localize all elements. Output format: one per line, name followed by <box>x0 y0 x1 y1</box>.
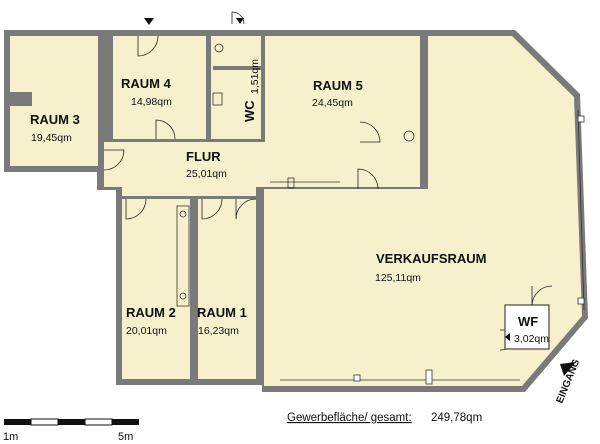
entrance-arrow-icon <box>560 362 576 376</box>
wf-name: WF <box>518 314 538 329</box>
verkaufsraum-name: VERKAUFSRAUM <box>376 251 487 266</box>
floor-raum5 <box>265 36 420 142</box>
total-area: Gewerbefläche/ gesamt: 249,78qm <box>287 412 482 424</box>
interior-walls <box>10 36 428 385</box>
wf-room <box>504 304 550 350</box>
floor-raum1 <box>198 199 258 379</box>
raum2-area: 20,01qm <box>126 325 167 337</box>
raum4-area: 14,98qm <box>131 96 172 108</box>
raum1-area: 16,23qm <box>198 325 239 337</box>
raum1-name: RAUM 1 <box>197 305 247 320</box>
raum3-name: RAUM 3 <box>30 112 80 127</box>
verkaufsraum-area: 125,11qm <box>375 272 421 284</box>
floor-verkaufsraum <box>264 36 582 386</box>
floor-wc <box>210 36 261 139</box>
scale-end-label: 5m <box>118 431 133 443</box>
flur-name: FLUR <box>186 149 221 164</box>
entry-arrow-wc-icon <box>236 18 244 24</box>
flur-area: 25,01qm <box>186 168 227 180</box>
scale-start-label: 1m <box>3 431 18 443</box>
entrance-markers <box>144 18 576 376</box>
room-floors <box>10 36 582 386</box>
floor-raum2 <box>122 199 190 379</box>
entry-arrow-top-icon <box>144 18 154 25</box>
floor-flur <box>104 142 420 196</box>
wc-area: 1,51qm <box>249 59 261 94</box>
raum3-area: 19,45qm <box>31 132 72 144</box>
total-area-label: Gewerbefläche/ gesamt: <box>287 412 412 424</box>
raum4-name: RAUM 4 <box>121 76 172 91</box>
floor-raum4 <box>113 36 206 139</box>
raum2-name: RAUM 2 <box>126 305 176 320</box>
wf-arrow-icon <box>505 333 510 341</box>
raum5-name: RAUM 5 <box>313 78 363 93</box>
fixtures <box>176 43 585 385</box>
kitchen-counter <box>176 205 190 307</box>
total-area-value: 249,78qm <box>431 412 482 424</box>
scale-bar: 1m 5m <box>3 418 139 443</box>
wf-area: 3,02qm <box>514 333 549 345</box>
entrance-label: EINGANG <box>555 358 583 406</box>
raum5-area: 24,45qm <box>312 97 353 109</box>
room-labels: RAUM 3 19,45qm RAUM 4 14,98qm WC 1,51qm … <box>30 59 549 345</box>
wc-name: WC <box>242 100 257 122</box>
